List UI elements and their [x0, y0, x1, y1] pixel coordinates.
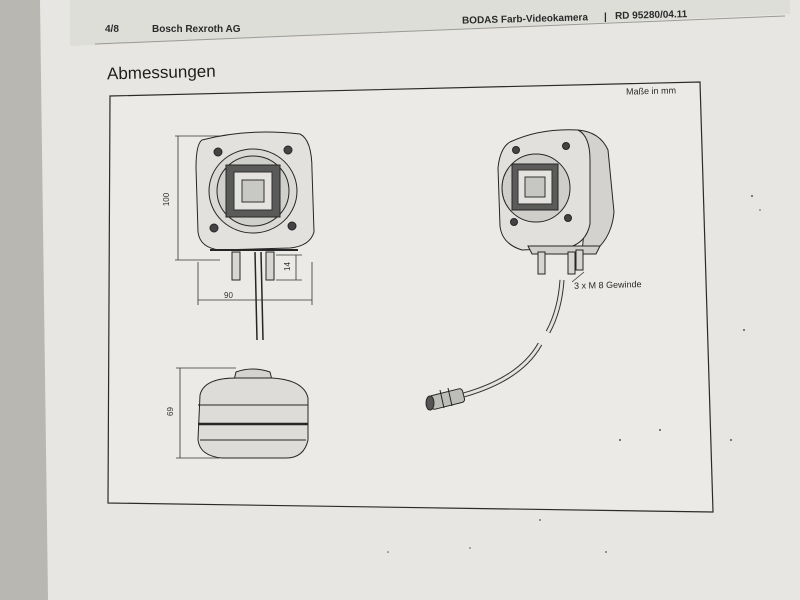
- front-view-dimensions: [175, 135, 313, 305]
- side-view: [197, 368, 309, 459]
- thread-callout: 3 x M 8 Gewinde: [573, 279, 642, 291]
- document-id: RD 95280/04.11: [614, 9, 688, 22]
- dimension-depth-label: 69: [165, 407, 175, 416]
- dimension-height-label: 100: [162, 192, 172, 207]
- unit-note: Maße in mm: [625, 85, 677, 97]
- company-name: Bosch Rexroth AG: [152, 24, 241, 35]
- dimension-connector-label: 14: [282, 262, 292, 271]
- side-view-dimensions: [176, 367, 236, 459]
- perspective-view: [425, 129, 615, 411]
- header-rule: [94, 15, 786, 45]
- scan-specks: [387, 195, 761, 553]
- page-number: 4/8: [105, 24, 119, 35]
- header-separator: |: [604, 12, 607, 23]
- callout-leader: [571, 271, 585, 283]
- section-title: Abmessungen: [106, 61, 216, 84]
- front-view: [195, 131, 315, 341]
- dimension-width-label: 90: [224, 291, 233, 300]
